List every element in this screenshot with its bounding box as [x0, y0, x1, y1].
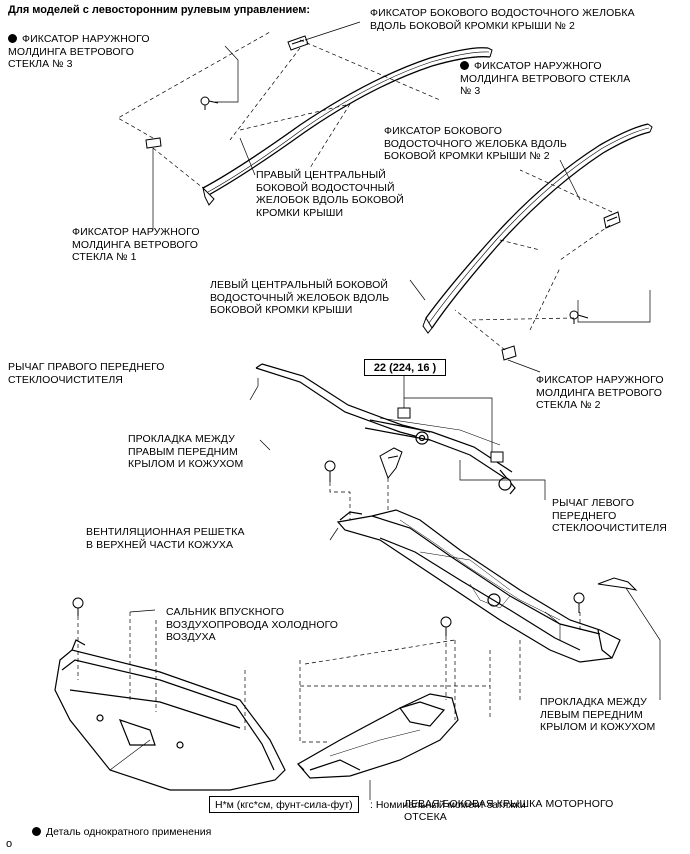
left-center-gutter-part	[422, 123, 653, 334]
label-seal-right-fender: ПРОКЛАДКА МЕЖДУ ПРАВЫМ ПЕРЕДНИМ КРЫЛОМ И…	[128, 433, 244, 470]
label-clip-molding-2: ФИКСАТОР НАРУЖНОГО МОЛДИНГА ВЕТРОВОГО СТ…	[536, 374, 664, 411]
label-cool-air-seal: САЛЬНИК ВПУСКНОГО ВОЗДУХОПРОВОДА ХОЛОДНО…	[166, 606, 339, 643]
torque-spec-box: 22 (224, 16 )	[364, 359, 446, 376]
torque-leaders	[257, 376, 546, 500]
label-right-center-gutter: ПРАВЫЙ ЦЕНТРАЛЬНЫЙ БОКОВОЙ ВОДОСТОЧНЫЙ Ж…	[256, 169, 404, 219]
diagram-title: Для моделей с левосторонним рулевым упра…	[8, 4, 311, 16]
figure-code: o	[6, 838, 13, 850]
legend-torque-units: Н*м (кгс*см, фунт-сила-фут)	[209, 796, 359, 813]
leader-lines-bottom	[129, 385, 371, 800]
nonreusable-dot-icon	[8, 34, 17, 43]
label-clip-molding-1: ФИКСАТОР НАРУЖНОГО МОЛДИНГА ВЕТРОВОГО СТ…	[72, 226, 200, 263]
molding-clip-1	[145, 137, 162, 149]
molding-clip-3-right	[569, 310, 589, 324]
wiper-nuts	[397, 407, 504, 463]
label-clip-side-gutter-2-top: ФИКСАТОР БОКОВОГО ВОДОСТОЧНОГО ЖЕЛОБКА В…	[370, 7, 635, 32]
label-left-center-gutter: ЛЕВЫЙ ЦЕНТРАЛЬНЫЙ БОКОВОЙ ВОДОСТОЧНЫЙ ЖЕ…	[210, 279, 390, 316]
right-center-gutter-part	[202, 47, 493, 206]
molding-clip-3-left	[200, 96, 219, 110]
cool-air-seal-part	[54, 639, 286, 791]
cowl-clip	[573, 592, 585, 613]
molding-clip-2	[501, 345, 517, 361]
label-cowl-louver: ВЕНТИЛЯЦИОННАЯ РЕШЕТКА В ВЕРХНЕЙ ЧАСТИ К…	[86, 526, 245, 551]
legend-torque-desc: : Номинальный момент затяжки	[370, 799, 526, 811]
guide-lines-lower-right	[300, 636, 521, 720]
cover-clip	[440, 616, 452, 636]
leader-lines-top	[152, 21, 651, 373]
guide-lines-mid	[259, 439, 389, 520]
seal-left-fender-part	[597, 577, 638, 591]
nonreusable-dot-icon	[32, 827, 41, 836]
seal-right-fender-part	[379, 447, 403, 480]
clip-near-seal	[324, 460, 336, 482]
gutter-clip-top	[287, 35, 309, 51]
label-clip-molding-3-right: ФИКСАТОР НАРУЖНОГО МОЛДИНГА ВЕТРОВОГО СТ…	[460, 60, 631, 97]
guide-lines-top	[117, 31, 613, 351]
cowl-louver-part	[336, 509, 621, 663]
engine-side-cover-part	[297, 693, 459, 779]
label-seal-left-fender: ПРОКЛАДКА МЕЖДУ ЛЕВЫМ ПЕРЕДНИМ КРЫЛОМ И …	[540, 696, 656, 733]
label-right-wiper-arm: РЫЧАГ ПРАВОГО ПЕРЕДНЕГО СТЕКЛООЧИСТИТЕЛЯ	[8, 361, 165, 386]
legend-nonreusable: Деталь однократного применения	[32, 826, 211, 838]
label-clip-side-gutter-2-right: ФИКСАТОР БОКОВОГО ВОДОСТОЧНОГО ЖЕЛОБКА В…	[384, 125, 567, 162]
guide-lines-lower-left	[77, 612, 330, 743]
label-clip-molding-3-left: ФИКСАТОР НАРУЖНОГО МОЛДИНГА ВЕТРОВОГО СТ…	[8, 33, 150, 70]
label-engine-side-cover: ЛЕВАЯ БОКОВАЯ КРЫШКА МОТОРНОГО ОТСЕКА	[404, 798, 614, 823]
guide-lines-right	[579, 587, 661, 700]
label-left-wiper-arm: РЫЧАГ ЛЕВОГО ПЕРЕДНЕГО СТЕКЛООЧИСТИТЕЛЯ	[552, 497, 667, 534]
seal-clip	[72, 597, 84, 616]
nonreusable-dot-icon	[460, 61, 469, 70]
gutter-clip-right	[603, 211, 621, 229]
